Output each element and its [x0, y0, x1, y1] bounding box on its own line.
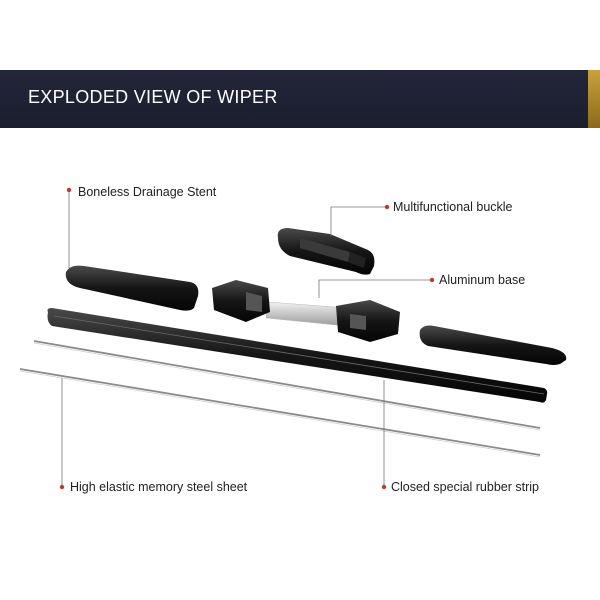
rubber-strip-part — [47, 308, 548, 403]
drainage-stent-right-part — [419, 325, 567, 365]
label-drainage-stent: Boneless Drainage Stent — [78, 185, 217, 199]
buckle-part — [277, 228, 375, 275]
label-steel-sheet: High elastic memory steel sheet — [70, 480, 248, 494]
title-banner: EXPLODED VIEW OF WIPER — [0, 70, 600, 128]
aluminum-base-part — [212, 280, 400, 342]
label-rubber-strip: Closed special rubber strip — [391, 480, 539, 494]
page-title: EXPLODED VIEW OF WIPER — [28, 87, 278, 107]
drainage-stent-left-part — [65, 265, 199, 311]
label-markers — [59, 187, 435, 490]
label-aluminum-base: Aluminum base — [439, 273, 526, 287]
label-buckle: Multifunctional buckle — [393, 200, 513, 214]
leader-lines — [61, 190, 430, 487]
banner-gold-accent — [588, 70, 600, 128]
steel-sheet-part — [19, 340, 541, 458]
